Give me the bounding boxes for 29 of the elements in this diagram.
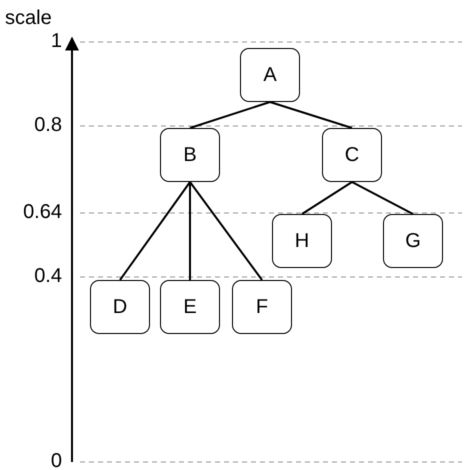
node-label: E [183, 296, 197, 318]
connector-line [189, 182, 191, 280]
tick-label: 0.64 [23, 201, 62, 224]
axis-title: scale [5, 7, 52, 30]
connector-line [119, 181, 191, 281]
tick-label: 0.4 [34, 265, 62, 288]
tree-node-box [240, 48, 300, 102]
node-label: H [294, 230, 310, 252]
tree-node-box [90, 280, 150, 334]
tree-node-box [232, 280, 292, 334]
tick-label: 0 [50, 450, 62, 470]
tree-node-box [322, 128, 382, 182]
tick-label: 1 [50, 30, 62, 53]
node-label: G [405, 230, 421, 252]
node-label: F [256, 296, 268, 318]
node-label: B [183, 144, 197, 166]
connector-line [301, 181, 353, 215]
tree-node-box [160, 128, 220, 182]
node-label: C [344, 144, 360, 166]
node-label: A [263, 64, 277, 86]
connector-line [352, 181, 414, 215]
node-label: D [112, 296, 128, 318]
tree-node-box [160, 280, 220, 334]
connector-line [189, 181, 263, 281]
connector-line [190, 101, 270, 129]
connector-line [270, 101, 352, 129]
tree-node-box [383, 214, 443, 268]
tree-node-box [272, 214, 332, 268]
tick-label: 0.8 [34, 114, 62, 137]
